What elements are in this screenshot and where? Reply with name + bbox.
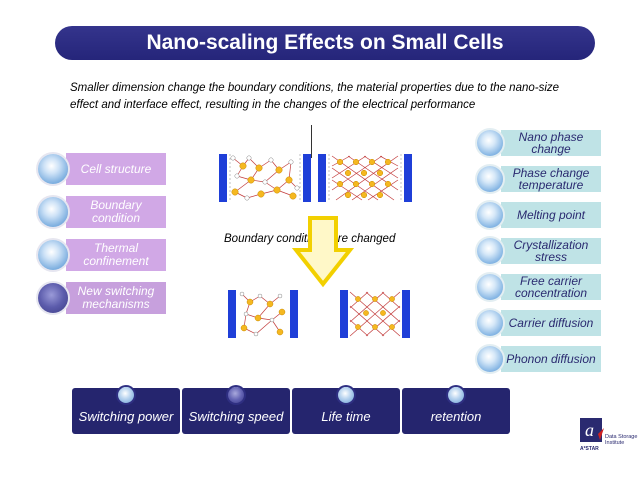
bullet-sphere-icon bbox=[338, 387, 354, 403]
cell-diagram-crystalline-small bbox=[340, 290, 410, 338]
right-item-nano-phase-change[interactable]: Nano phase change bbox=[477, 130, 601, 156]
left-item-label: New switching mechanisms bbox=[66, 282, 166, 314]
switching-speed-label: Switching speed bbox=[188, 409, 284, 424]
left-item-label: Boundary condition bbox=[66, 196, 166, 228]
right-item-label: Free carrier concentration bbox=[501, 274, 601, 300]
bullet-sphere-icon bbox=[477, 310, 503, 336]
bullet-sphere-icon bbox=[448, 387, 464, 403]
left-item-thermal-confinement[interactable]: Thermal confinement bbox=[38, 239, 166, 271]
divider-line bbox=[311, 125, 312, 158]
astar-logo-icon: a bbox=[580, 418, 604, 442]
logo-line1: Data Storage bbox=[605, 434, 638, 440]
right-item-free-carrier-concentration[interactable]: Free carrier concentration bbox=[477, 274, 601, 300]
bullet-sphere-icon bbox=[38, 240, 68, 270]
logo-institute-text: Data Storage Institute bbox=[605, 434, 637, 446]
switching-speed-button[interactable]: Switching speed bbox=[182, 387, 290, 434]
right-item-phase-change-temperature[interactable]: Phase change temperature bbox=[477, 166, 601, 192]
cell-diagram-crystalline-large bbox=[318, 154, 412, 202]
right-item-label: Nano phase change bbox=[501, 130, 601, 156]
left-item-new-switching-mechanisms[interactable]: New switching mechanisms bbox=[38, 282, 166, 314]
right-item-phonon-diffusion[interactable]: Phonon diffusion bbox=[477, 346, 601, 372]
right-item-label: Carrier diffusion bbox=[501, 310, 601, 336]
left-item-cell-structure[interactable]: Cell structure bbox=[38, 153, 166, 185]
switching-power-label: Switching power bbox=[78, 409, 174, 424]
bullet-sphere-icon bbox=[477, 202, 503, 228]
right-item-label: Phase change temperature bbox=[501, 166, 601, 192]
cell-diagram-amorphous-large bbox=[219, 154, 311, 202]
right-item-label: Phonon diffusion bbox=[501, 346, 601, 372]
bullet-sphere-icon bbox=[38, 197, 68, 227]
bullet-sphere-icon bbox=[477, 274, 503, 300]
bullet-sphere-icon bbox=[477, 130, 503, 156]
logo-line2: Institute bbox=[605, 440, 625, 446]
life-time-label: Life time bbox=[321, 409, 371, 424]
right-item-melting-point[interactable]: Melting point bbox=[477, 202, 601, 228]
subtitle-text: Smaller dimension change the boundary co… bbox=[70, 82, 560, 111]
bullet-sphere-icon bbox=[38, 154, 68, 184]
left-item-boundary-condition[interactable]: Boundary condition bbox=[38, 196, 166, 228]
left-item-label: Cell structure bbox=[66, 153, 166, 185]
switching-power-button[interactable]: Switching power bbox=[72, 387, 180, 434]
bullet-sphere-icon bbox=[477, 166, 503, 192]
bullet-sphere-icon bbox=[477, 238, 503, 264]
bullet-sphere-icon bbox=[118, 387, 134, 403]
down-arrow-icon bbox=[292, 216, 354, 288]
bullet-sphere-icon bbox=[38, 283, 68, 313]
right-item-carrier-diffusion[interactable]: Carrier diffusion bbox=[477, 310, 601, 336]
right-item-crystallization-stress[interactable]: Crystallization stress bbox=[477, 238, 601, 264]
svg-text:a: a bbox=[585, 420, 594, 440]
bullet-sphere-icon bbox=[477, 346, 503, 372]
cell-diagram-amorphous-small bbox=[228, 290, 298, 338]
left-item-label: Thermal confinement bbox=[66, 239, 166, 271]
right-item-label: Melting point bbox=[501, 202, 601, 228]
bullet-sphere-icon bbox=[228, 387, 244, 403]
logo-brand: A*STAR bbox=[580, 446, 599, 452]
retention-button[interactable]: retention bbox=[402, 387, 510, 434]
right-item-label: Crystallization stress bbox=[501, 238, 601, 264]
page-title: Nano-scaling Effects on Small Cells bbox=[55, 26, 595, 60]
retention-label: retention bbox=[430, 409, 482, 424]
life-time-button[interactable]: Life time bbox=[292, 387, 400, 434]
